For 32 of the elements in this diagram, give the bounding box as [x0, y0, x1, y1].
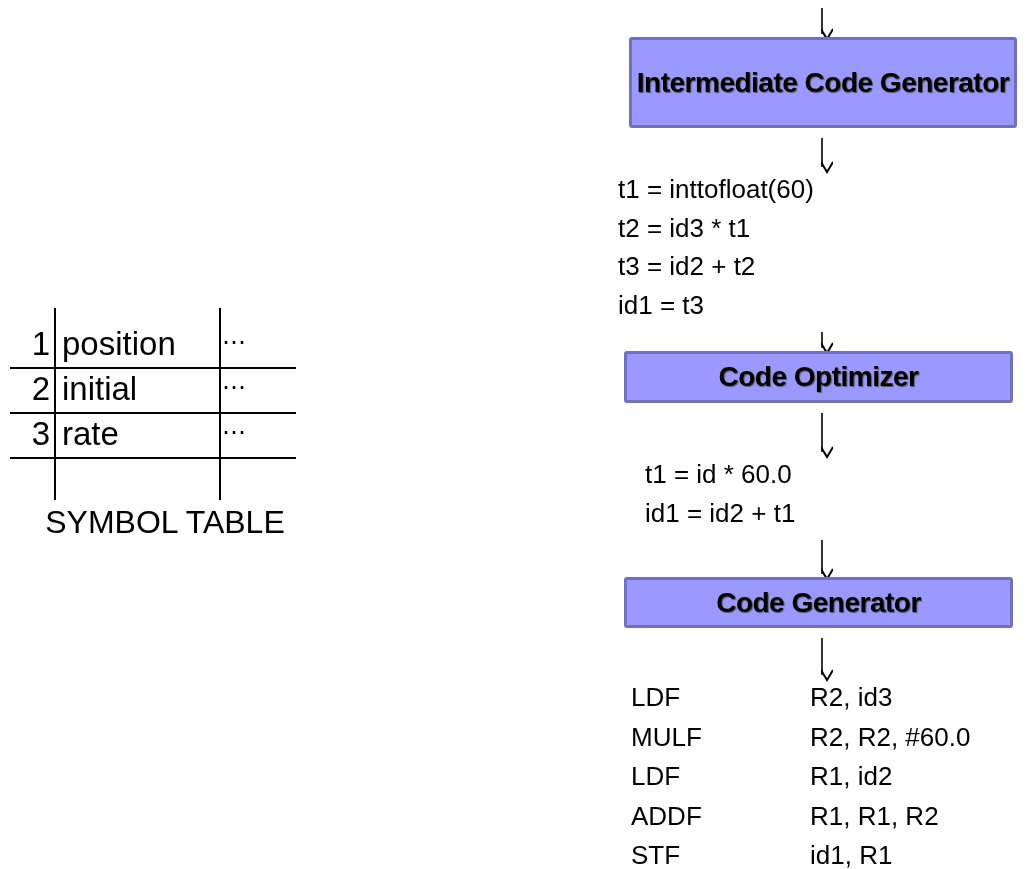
symbol-name: rate	[62, 414, 120, 454]
operand-text: R2, id3	[810, 681, 894, 714]
arrow	[820, 637, 834, 681]
process-box: Code Optimizer	[624, 351, 1013, 403]
opcode-text: ADDF	[631, 799, 703, 833]
arrow	[820, 412, 834, 458]
opcode-text: LDF	[631, 760, 682, 793]
process-box: Intermediate Code Generator	[629, 37, 1017, 128]
table-caption: SYMBOL TABLE	[44, 503, 286, 542]
operand-text: R1, R1, R2	[810, 799, 940, 833]
arrow	[820, 137, 834, 173]
row-number: 1	[30, 324, 50, 364]
code-line: id1 = t3	[618, 288, 705, 322]
code-line: t2 = id3 * t1	[618, 211, 752, 245]
operand-text: id1, R1	[810, 839, 894, 869]
code-line: t3 = id2 + t2	[618, 250, 757, 283]
opcode-text: STF	[631, 839, 682, 869]
row-number: 3	[30, 414, 50, 454]
code-line: t1 = inttofloat(60)	[618, 173, 815, 206]
ellipsis-text: ⋯	[222, 417, 247, 447]
code-line: id1 = id2 + t1	[645, 496, 797, 530]
ellipsis-text: ⋯	[222, 327, 247, 357]
opcode-text: MULF	[631, 720, 703, 754]
process-box: Code Generator	[624, 577, 1013, 628]
symbol-name: initial	[62, 369, 139, 409]
ellipsis-text: ⋯	[222, 372, 247, 402]
operand-text: R1, id2	[810, 760, 894, 793]
opcode-text: LDF	[631, 681, 682, 714]
row-number: 2	[30, 369, 50, 409]
symbol-name: position	[62, 324, 177, 364]
operand-text: R2, R2, #60.0	[810, 720, 972, 754]
code-line: t1 = id * 60.0	[645, 458, 793, 491]
